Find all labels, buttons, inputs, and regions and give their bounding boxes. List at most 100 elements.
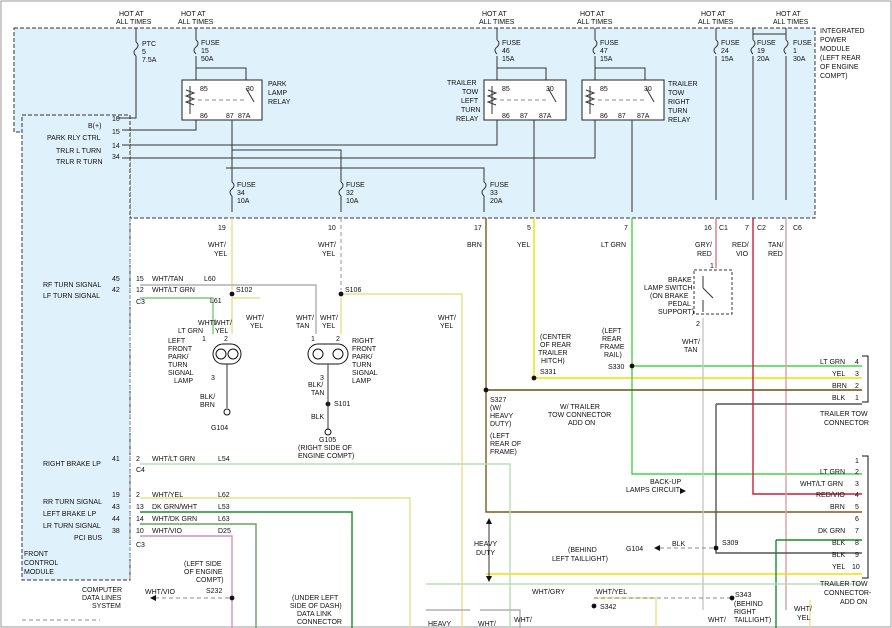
svg-text:L54: L54: [218, 456, 230, 463]
svg-text:S309: S309: [722, 540, 738, 547]
svg-text:ALL TIMES: ALL TIMES: [773, 19, 809, 26]
svg-text:RIGHT: RIGHT: [734, 609, 757, 616]
svg-text:TAN: TAN: [296, 323, 309, 330]
svg-text:MODULE: MODULE: [24, 569, 54, 576]
svg-text:S343: S343: [735, 592, 751, 599]
svg-text:87: 87: [520, 113, 528, 120]
svg-text:WHT/LT GRN: WHT/LT GRN: [152, 456, 195, 463]
splice-dots: [229, 291, 735, 609]
svg-text:S232: S232: [206, 588, 222, 595]
svg-text:INTEGRATED: INTEGRATED: [820, 28, 865, 35]
svg-text:PARK/: PARK/: [168, 354, 189, 361]
svg-text:10: 10: [136, 528, 144, 535]
svg-text:FUSE: FUSE: [502, 40, 521, 47]
svg-text:3: 3: [211, 375, 215, 382]
svg-text:PARK: PARK: [268, 81, 287, 88]
fuse-symbols: [133, 39, 789, 197]
svg-text:SIDE OF DASH): SIDE OF DASH): [290, 603, 342, 610]
svg-text:DK GRN: DK GRN: [818, 528, 845, 535]
svg-text:YEL: YEL: [832, 564, 845, 571]
svg-text:WHT/: WHT/: [198, 320, 216, 327]
svg-text:(CENTER: (CENTER: [540, 334, 571, 341]
svg-text:C3: C3: [136, 299, 145, 306]
svg-text:G105: G105: [319, 437, 336, 444]
svg-text:WHT/: WHT/: [318, 242, 336, 249]
svg-text:FUSE: FUSE: [237, 182, 256, 189]
svg-text:TOW: TOW: [668, 90, 685, 97]
svg-text:WHT/: WHT/: [214, 320, 232, 327]
svg-text:WHT/VIO: WHT/VIO: [152, 528, 182, 535]
svg-text:WHT/: WHT/: [438, 315, 456, 322]
svg-text:BRN: BRN: [200, 402, 215, 409]
svg-text:WHT/TAN: WHT/TAN: [152, 276, 183, 283]
svg-text:VIO: VIO: [736, 251, 749, 258]
svg-text:BLK/: BLK/: [200, 394, 215, 401]
svg-text:DUTY: DUTY: [476, 550, 495, 557]
svg-text:FRONT: FRONT: [24, 551, 49, 558]
svg-text:30: 30: [546, 86, 554, 93]
svg-text:D25: D25: [218, 528, 231, 535]
svg-text:BLK: BLK: [832, 540, 846, 547]
svg-text:G104: G104: [211, 425, 228, 432]
svg-text:(W/: (W/: [490, 405, 501, 412]
svg-text:REAR OF: REAR OF: [490, 441, 521, 448]
svg-text:COMPUTER: COMPUTER: [82, 587, 122, 594]
svg-text:10A: 10A: [346, 198, 359, 205]
svg-text:S102: S102: [236, 287, 252, 294]
svg-text:TRAILER: TRAILER: [447, 80, 477, 87]
svg-text:WHT/GRY: WHT/GRY: [532, 589, 565, 596]
svg-text:7: 7: [855, 528, 859, 535]
svg-text:15A: 15A: [721, 56, 734, 63]
svg-text:(RIGHT SIDE OF: (RIGHT SIDE OF: [298, 445, 352, 452]
svg-text:LR TURN SIGNAL: LR TURN SIGNAL: [43, 523, 101, 530]
svg-text:ENGINE COMPT): ENGINE COMPT): [298, 453, 354, 460]
svg-text:10A: 10A: [237, 198, 250, 205]
svg-text:WHT/: WHT/: [514, 617, 532, 624]
svg-text:6: 6: [855, 516, 859, 523]
svg-text:87: 87: [226, 113, 234, 120]
svg-text:HOT AT: HOT AT: [119, 11, 144, 18]
svg-text:YEL: YEL: [322, 251, 335, 258]
svg-text:19: 19: [218, 225, 226, 232]
svg-text:30: 30: [246, 86, 254, 93]
svg-text:OF ENGINE: OF ENGINE: [184, 569, 223, 576]
svg-text:L63: L63: [218, 516, 230, 523]
svg-text:YEL: YEL: [797, 615, 810, 622]
svg-text:B(+): B(+): [88, 123, 101, 130]
svg-text:DK GRN/WHT: DK GRN/WHT: [152, 504, 198, 511]
svg-text:87A: 87A: [637, 113, 650, 120]
svg-text:OF ENGINE: OF ENGINE: [820, 64, 859, 71]
svg-text:FUSE: FUSE: [793, 40, 812, 47]
svg-text:HOT AT: HOT AT: [580, 11, 605, 18]
fcm-label: FRONT CONTROL MODULE: [24, 551, 58, 576]
svg-text:YEL: YEL: [322, 323, 335, 330]
svg-text:SYSTEM: SYSTEM: [92, 603, 121, 610]
svg-text:C4: C4: [136, 467, 145, 474]
svg-text:WHT/DK GRN: WHT/DK GRN: [152, 516, 197, 523]
wire-runs: [140, 218, 862, 628]
svg-text:HOT AT: HOT AT: [776, 11, 801, 18]
svg-text:S106: S106: [345, 287, 361, 294]
svg-text:15A: 15A: [600, 56, 613, 63]
svg-text:TAILLIGHT): TAILLIGHT): [734, 617, 771, 624]
svg-text:2: 2: [336, 336, 340, 343]
bottom-wire-labels: WHT/VIO WHT/GRY WHT/YEL BLK G104 WHT/ WH…: [145, 541, 812, 628]
svg-text:ALL TIMES: ALL TIMES: [479, 19, 515, 26]
svg-text:50A: 50A: [201, 56, 214, 63]
svg-text:ALL TIMES: ALL TIMES: [698, 19, 734, 26]
svg-text:WHT/: WHT/: [320, 315, 338, 322]
svg-text:YEL: YEL: [440, 323, 453, 330]
svg-text:LT GRN: LT GRN: [601, 242, 626, 249]
svg-text:PEDAL: PEDAL: [668, 301, 691, 308]
svg-text:47: 47: [600, 48, 608, 55]
svg-text:TAN: TAN: [311, 390, 324, 397]
svg-text:LEFT: LEFT: [168, 338, 186, 345]
svg-text:L61: L61: [210, 298, 222, 305]
svg-text:PARK/: PARK/: [352, 354, 373, 361]
svg-text:C1: C1: [719, 225, 728, 232]
